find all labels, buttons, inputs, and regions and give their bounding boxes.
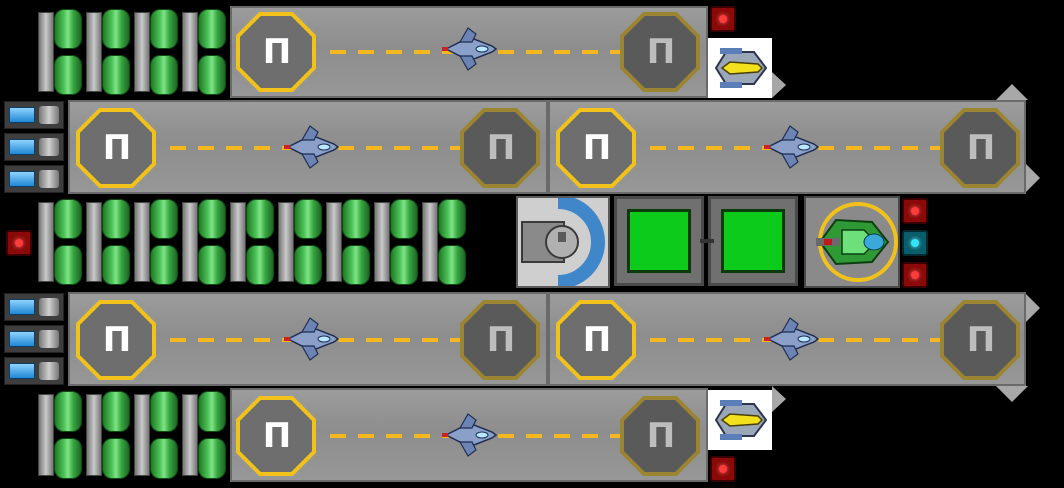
hull-tip xyxy=(1026,294,1040,322)
fuel-tank-icon xyxy=(150,438,178,479)
fuel-tank-icon xyxy=(54,9,82,49)
fuel-tank-icon xyxy=(102,199,130,239)
fuel-tank-icon xyxy=(198,9,226,49)
launch-pad-end[interactable]: Π xyxy=(460,300,540,380)
room-connector xyxy=(700,239,714,243)
fuel-tank-icon xyxy=(246,245,274,285)
fuel-tank-icon xyxy=(438,245,466,285)
launch-pad-end[interactable]: Π xyxy=(460,108,540,188)
fuel-tank-icon xyxy=(54,199,82,239)
system-room[interactable] xyxy=(614,196,704,286)
fuel-tank-icon xyxy=(198,55,226,95)
fighter-ship-icon[interactable] xyxy=(280,122,340,172)
drone-icon[interactable] xyxy=(708,38,772,98)
pipe-connector xyxy=(38,202,54,282)
fuel-tank-icon xyxy=(150,55,178,95)
red-system-icon[interactable] xyxy=(710,456,736,482)
fuel-tank-icon xyxy=(342,245,370,285)
fuel-tank-icon xyxy=(54,391,82,432)
pipe-connector xyxy=(182,12,198,92)
system-room[interactable] xyxy=(708,196,798,286)
fuel-tank-icon xyxy=(294,245,322,285)
pipe-connector xyxy=(86,394,102,476)
pipe-connector xyxy=(86,202,102,282)
fighter-ship-icon[interactable] xyxy=(280,314,340,364)
pipe-connector xyxy=(374,202,390,282)
fuel-tank-icon xyxy=(198,199,226,239)
fuel-tank-icon xyxy=(438,199,466,239)
fuel-tank-group xyxy=(36,6,228,98)
cyan-system-icon[interactable] xyxy=(902,230,928,256)
blue-bay-icon[interactable] xyxy=(4,101,64,129)
fuel-tank-icon xyxy=(390,199,418,239)
launch-pad-start[interactable]: Π xyxy=(236,12,316,92)
blue-bay-icon[interactable] xyxy=(4,133,64,161)
pipe-connector xyxy=(86,12,102,92)
launch-pad-end[interactable]: Π xyxy=(620,396,700,476)
fuel-tank-icon xyxy=(102,438,130,479)
launch-pad-end[interactable]: Π xyxy=(620,12,700,92)
hull-tip xyxy=(996,84,1028,100)
fuel-tank-icon xyxy=(54,55,82,95)
red-system-icon[interactable] xyxy=(6,230,32,256)
turret-icon[interactable] xyxy=(518,198,608,286)
pipe-connector xyxy=(182,202,198,282)
fuel-tank-icon xyxy=(150,391,178,432)
fuel-tank-icon xyxy=(294,199,322,239)
fuel-tank-group xyxy=(36,388,228,482)
fighter-ship-icon[interactable] xyxy=(438,24,498,74)
fuel-tank-icon xyxy=(150,199,178,239)
launch-pad-start[interactable]: Π xyxy=(556,108,636,188)
red-system-icon[interactable] xyxy=(902,262,928,288)
drone-icon[interactable] xyxy=(708,390,772,450)
hull-tip xyxy=(772,72,786,98)
fuel-tank-icon xyxy=(246,199,274,239)
fuel-tank-icon xyxy=(198,391,226,432)
drone-icon[interactable] xyxy=(806,198,898,286)
pipe-connector xyxy=(182,394,198,476)
fuel-tank-icon xyxy=(198,245,226,285)
launch-pad-end[interactable]: Π xyxy=(940,300,1020,380)
fuel-tank-icon xyxy=(390,245,418,285)
fuel-tank-icon xyxy=(54,438,82,479)
pipe-connector xyxy=(38,12,54,92)
launch-pad-end[interactable]: Π xyxy=(940,108,1020,188)
pipe-connector xyxy=(134,202,150,282)
fuel-tank-icon xyxy=(102,391,130,432)
fuel-tank-icon xyxy=(198,438,226,479)
pipe-connector xyxy=(230,202,246,282)
pipe-connector xyxy=(134,394,150,476)
fuel-tank-icon xyxy=(150,9,178,49)
pipe-connector xyxy=(326,202,342,282)
fuel-tank-icon xyxy=(342,199,370,239)
hull-tip xyxy=(772,386,786,412)
fighter-ship-icon[interactable] xyxy=(438,410,498,460)
blue-bay-icon[interactable] xyxy=(4,325,64,353)
fighter-ship-icon[interactable] xyxy=(760,122,820,172)
pipe-connector xyxy=(134,12,150,92)
launch-pad-start[interactable]: Π xyxy=(76,300,156,380)
fuel-tank-icon xyxy=(102,55,130,95)
fuel-tank-icon xyxy=(102,245,130,285)
pipe-connector xyxy=(278,202,294,282)
launch-pad-start[interactable]: Π xyxy=(236,396,316,476)
fuel-tank-icon xyxy=(54,245,82,285)
hull-tip xyxy=(1026,164,1040,192)
pipe-connector xyxy=(422,202,438,282)
hull-tip xyxy=(996,386,1028,402)
blue-bay-icon[interactable] xyxy=(4,293,64,321)
red-system-icon[interactable] xyxy=(710,6,736,32)
fuel-tank-group xyxy=(36,196,514,288)
blue-bay-icon[interactable] xyxy=(4,165,64,193)
fighter-ship-icon[interactable] xyxy=(760,314,820,364)
launch-pad-start[interactable]: Π xyxy=(76,108,156,188)
launch-pad-start[interactable]: Π xyxy=(556,300,636,380)
pipe-connector xyxy=(38,394,54,476)
blue-bay-icon[interactable] xyxy=(4,357,64,385)
fuel-tank-icon xyxy=(150,245,178,285)
red-system-icon[interactable] xyxy=(902,198,928,224)
fuel-tank-icon xyxy=(102,9,130,49)
